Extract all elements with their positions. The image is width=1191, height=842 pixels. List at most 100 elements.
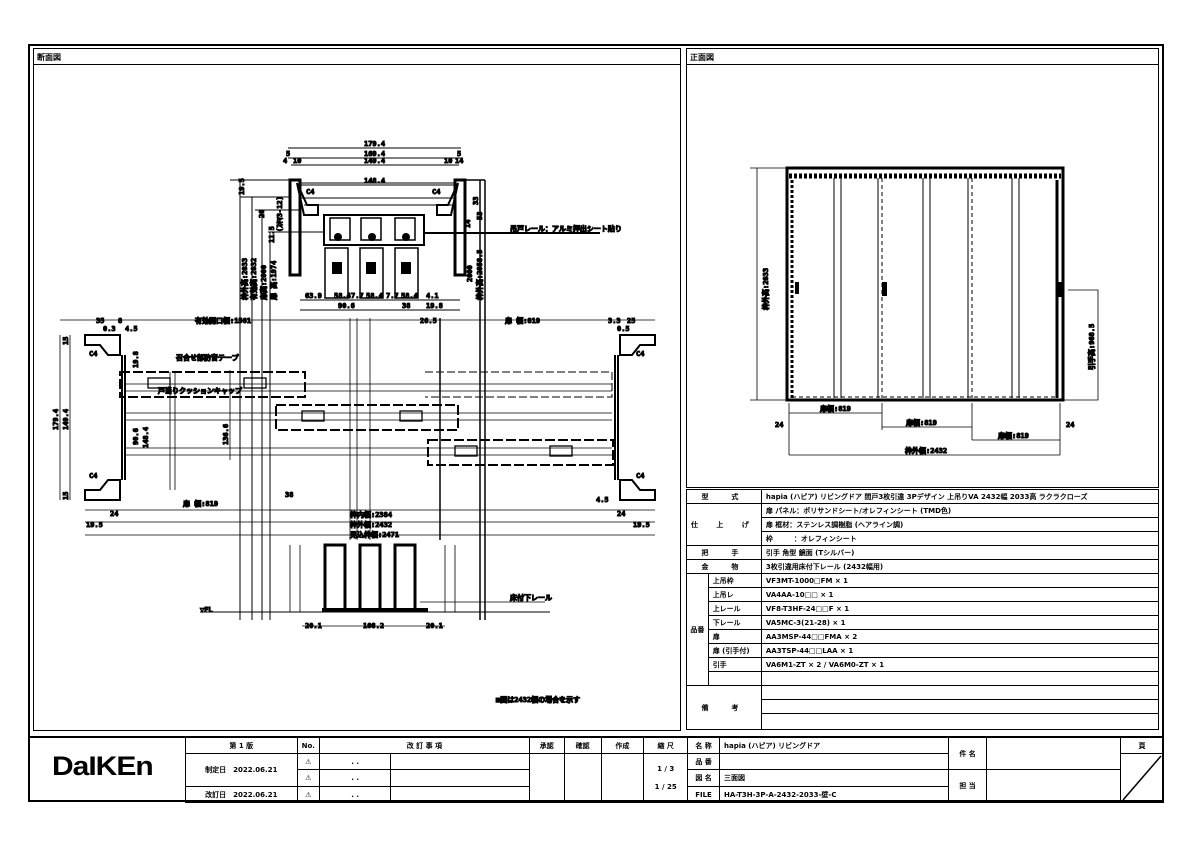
floor-section-dimensions: ▽FL 20.1 108.2 20.1 床付下レール ■図は2432幅の場合を示… [200,593,581,705]
part-code: VF8-T3HF-24□□F × 1 [760,601,1160,616]
finish-value: 枠 ：オレフィンシート [760,531,1160,546]
rail-callout: 吊戸レール：アルミ押出シート貼り [510,224,622,233]
plan-note: 召合せ部防音テープ [176,353,240,362]
part-name: 上レール [707,601,762,616]
name-value: hapia (ハピア) リビングドア [718,737,949,754]
door-width-label: 扉幅:819 [997,431,1029,440]
plan-note: 戸当りクッションキャップ [158,386,243,395]
model-label: 型 式 [686,489,762,504]
front-height-label: 枠外高:2033 [761,268,770,310]
revision-date: . . [318,769,392,787]
dim-label: C4 [306,188,314,196]
dim-label: 149.4 [62,409,70,430]
dim-label: 19.8 [426,302,443,310]
dim-label: 26.5 [420,317,437,325]
dim-label: 4 [283,157,287,165]
drawing-label: 図 名 [687,769,720,787]
dim-label: 58.4 [366,292,383,300]
established-date: 制定日 2022.06.21 [185,753,298,787]
floor-level-label: ▽FL [200,606,213,614]
front-view-title: 正面図 [690,53,714,62]
dim-label: 14 [464,220,472,228]
top-section-dimensions: 179.4 169.4 149.4 148.4 5 5 4 10 10 14 C… [238,140,623,311]
scale-header: 縮 尺 [643,737,689,754]
revision-mark: ⚠ [296,753,320,770]
plan-view-dimensions: 35 8 0.3 4.5 有効開口幅:1561 26.5 扉 幅:819 3.3… [52,316,651,540]
dim-label: 見込枠幅:2471 [349,530,399,539]
dim-label: 63.9 [305,292,322,300]
file-value: HA-T3H-3P-A-2432-2033-壁-C [718,786,949,803]
dim-label: C4 [636,472,644,480]
dim-label: 90.6 [338,302,355,310]
dim-label: 4.5 [125,325,138,333]
dim-label: 0.5 [617,325,630,333]
dim-label: 20 [258,210,266,218]
dim-label: 58.4 [401,292,418,300]
dim-label: 90.6 [132,428,140,445]
part-code: AA3MSP-44□□FMA × 2 [760,629,1160,644]
dim-label: 19.5 [633,521,650,529]
dim-label: 15 [62,492,70,500]
dim-label: 53 [476,212,484,220]
door-width-label: 扉幅:819 [819,404,851,413]
page-label: 頁 [1120,737,1164,754]
pull-height-label: 引手高:968.5 [1087,324,1096,370]
dim-label: 2000 [466,265,474,282]
top-section-drawing [230,147,600,620]
dim-label: 24 [775,421,783,429]
dim-label: 19.8 [132,351,140,368]
dim-label: 枠外幅:2432 [350,520,392,529]
front-width-label: 枠外幅:2432 [905,446,947,455]
check-header: 確認 [563,737,602,754]
dim-label: 33 [472,197,480,205]
door-width-label: 扉幅:819 [905,418,937,427]
dim-label: 20.1 [305,622,322,630]
dim-label: 136.6 [222,424,230,445]
part-name: 上吊レ [707,587,762,602]
dim-label: 24 [1066,421,1074,429]
finish-value: 扉 パネル：ポリサンドシート/オレフィンシート (TMD色) [760,503,1160,518]
dim-label: 10 [444,157,452,165]
divider [33,64,681,65]
dim-label: C4 [89,350,97,358]
finish-label: 仕 上 げ [686,503,762,546]
drawing-note: ■図は2432幅の場合を示す [496,695,580,704]
daiken-logo: DaIKEn [52,751,154,782]
dim-label: 19.5 [238,178,246,195]
dim-label: 扉高:2000 [259,265,268,301]
part-name: 引手 [707,657,762,672]
dim-label: 149.4 [364,157,385,165]
dim-label: C4 [636,350,644,358]
plan-view-drawing [59,318,656,540]
dim-label: 4.5 [596,496,609,504]
drawing-value: 三面図 [718,769,949,787]
dim-label: 38 [402,302,410,310]
dim-label: 11.5 [268,226,276,243]
front-view-panel [686,48,1159,488]
edition: 第 1 版 [185,737,298,754]
hardware-label: 金 物 [686,559,762,574]
dim-label: 148.4 [142,427,150,448]
dim-label: 7.7 [351,292,364,300]
dim-label: 24 [110,510,118,518]
part-name: 下レール [707,615,762,630]
dim-label: 179.4 [364,140,385,148]
handle-value: 引手 角型 鏡面 (Tシルバー) [760,545,1160,560]
file-label: FILE [687,786,720,803]
name-label: 名 称 [687,737,720,754]
part-name: 扉 (引手付) [707,643,762,658]
code-label: 品 番 [687,753,720,770]
dim-label: 148.4 [364,177,385,185]
person-label: 担 当 [947,769,988,803]
dim-label: 38 [285,491,293,499]
dim-label: 169.4 [364,150,385,158]
floor-section-drawing [200,543,550,627]
create-header: 作成 [600,737,645,754]
project-label: 件 名 [947,737,988,770]
dim-label: 8 [118,317,122,325]
dim-label: 5 [286,150,290,158]
revision-mark: ⚠ [296,769,320,787]
approve-header: 承認 [528,737,565,754]
